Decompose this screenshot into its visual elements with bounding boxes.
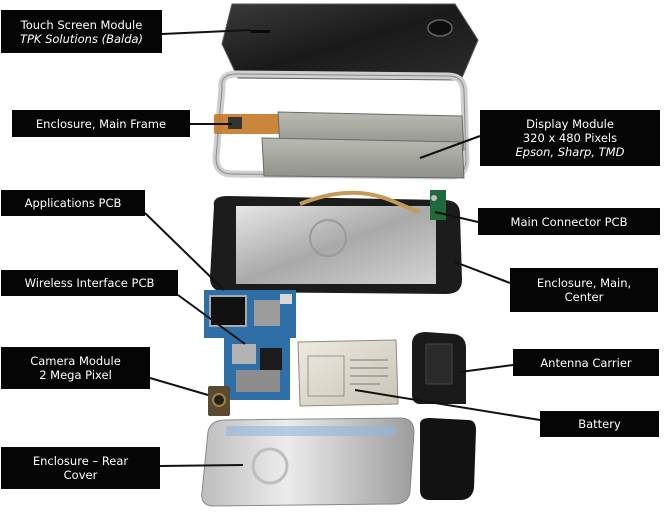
label-main-connector-pcb-title: Main Connector PCB <box>510 214 628 229</box>
label-enclosure-main-frame-title: Enclosure, Main Frame <box>35 116 167 131</box>
enclosure-rear-cover-part <box>201 417 476 507</box>
label-touch-screen-subtitle: TPK Solutions (Balda) <box>19 31 144 46</box>
label-applications-pcb-title: Applications PCB <box>24 196 122 210</box>
label-touch-screen-title: Touch Screen Module <box>20 17 143 32</box>
camera-module-part <box>208 386 230 416</box>
enclosure-main-frame-part <box>212 70 470 180</box>
label-enclosure-main-frame: Enclosure, Main Frame <box>12 110 190 137</box>
label-battery-title: Battery <box>578 417 621 431</box>
label-display-module-title: Display Module <box>526 117 614 131</box>
label-battery: Battery <box>540 411 659 437</box>
label-touch-screen-module: Touch Screen Module TPK Solutions (Balda… <box>1 10 162 53</box>
label-enclosure-rear-cover: Enclosure – Rear Cover <box>1 447 160 489</box>
label-camera-module: Camera Module 2 Mega Pixel <box>1 347 150 389</box>
label-camera-module-line2: 2 Mega Pixel <box>39 368 112 382</box>
display-module-part <box>261 111 465 179</box>
label-enclosure-rear-cover-line1: Enclosure – Rear <box>32 454 129 468</box>
label-camera-module-line1: Camera Module <box>30 354 121 368</box>
battery-part <box>297 339 399 407</box>
label-display-module-vendors: Epson, Sharp, TMD <box>515 145 625 159</box>
label-antenna-carrier: Antenna Carrier <box>513 349 659 376</box>
label-wireless-interface-pcb-title: Wireless Interface PCB <box>24 276 155 290</box>
label-enclosure-main-center: Enclosure, Main, Center <box>510 268 658 312</box>
applications-pcb-part <box>204 290 296 338</box>
touch-screen-module-part <box>221 3 479 81</box>
antenna-carrier-part <box>412 332 466 404</box>
label-enclosure-main-center-line2: Center <box>564 290 604 304</box>
wireless-interface-pcb-part <box>224 334 290 400</box>
label-enclosure-rear-cover-line2: Cover <box>63 468 98 482</box>
label-antenna-carrier-title: Antenna Carrier <box>540 355 632 370</box>
label-display-module: Display Module 320 x 480 Pixels Epson, S… <box>480 110 660 166</box>
label-wireless-interface-pcb: Wireless Interface PCB <box>1 270 178 296</box>
leader-lines <box>144 29 541 467</box>
label-display-module-resolution: 320 x 480 Pixels <box>522 131 618 145</box>
enclosure-main-center-part <box>210 190 462 294</box>
label-applications-pcb: Applications PCB <box>1 190 145 216</box>
label-enclosure-main-center-line1: Enclosure, Main, <box>536 276 632 290</box>
label-main-connector-pcb: Main Connector PCB <box>478 208 660 235</box>
